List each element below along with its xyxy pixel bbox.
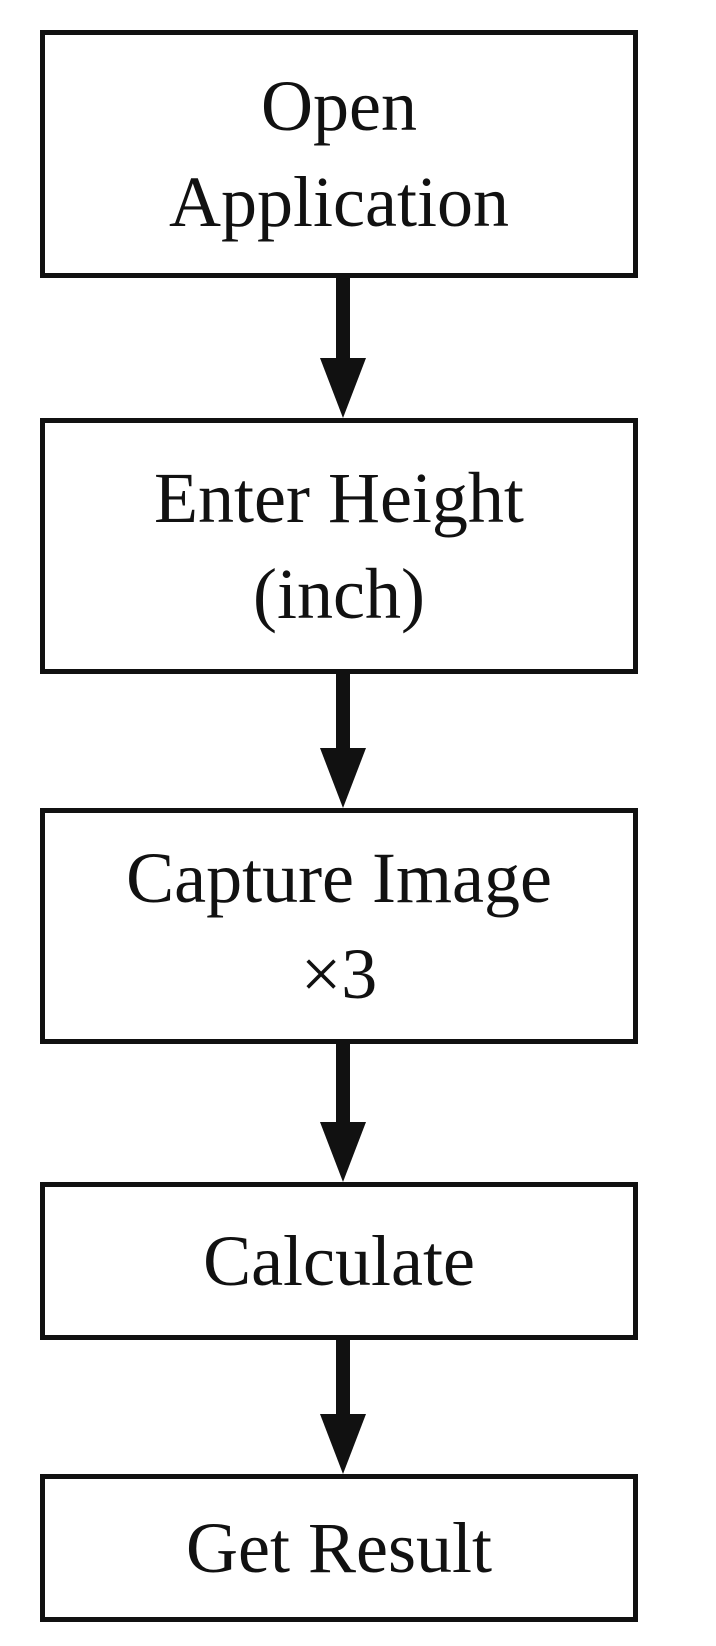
step-label-line-1: Get Result (186, 1508, 492, 1588)
step-calculate-box: Calculate (40, 1182, 638, 1340)
step-label-line-1: Calculate (203, 1221, 475, 1301)
step-label-line-2: Application (169, 162, 509, 242)
flow-arrow-down (320, 674, 366, 808)
step-label-line-2: (inch) (253, 554, 425, 634)
step-get-result-box: Get Result (40, 1474, 638, 1622)
step-label-line-2: ×3 (300, 934, 378, 1014)
step-label-line-1: Open (261, 66, 417, 146)
step-open-application-box: Open Application (40, 30, 638, 278)
step-label-line-1: Capture Image (126, 838, 552, 918)
step-capture-image-box: Capture Image ×3 (40, 808, 638, 1044)
flow-arrow-down (320, 1340, 366, 1474)
step-label-line-1: Enter Height (154, 458, 524, 538)
flow-arrow-down (320, 1044, 366, 1182)
step-enter-height-box: Enter Height (inch) (40, 418, 638, 674)
flow-arrow-down (320, 278, 366, 418)
